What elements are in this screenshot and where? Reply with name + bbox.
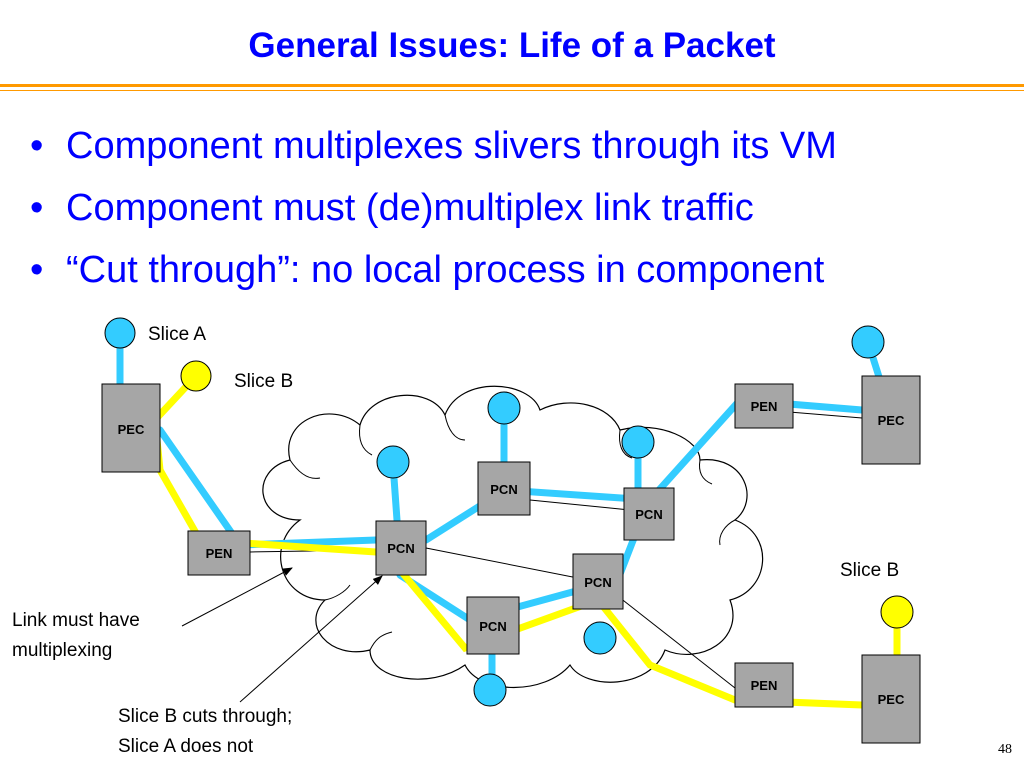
pec-top-box <box>861 375 921 465</box>
bullet-dot-icon: • <box>30 187 44 229</box>
title-rule-thin <box>0 90 1024 91</box>
bullet-item: • Component must (de)multiplex link traff… <box>30 182 837 244</box>
pcn-5-box <box>466 596 520 655</box>
slice-a-label: Slice A <box>148 324 206 345</box>
cloud-lobes <box>289 414 736 651</box>
link-note-line2: multiplexing <box>12 640 112 661</box>
pec-bottom-box <box>861 654 921 744</box>
pen-left-box <box>187 530 251 576</box>
pcn-4-label: PCN <box>584 575 611 590</box>
pec-top-label: PEC <box>878 413 905 428</box>
pcn-4-box <box>572 553 624 610</box>
pec-left-label: PEC <box>118 422 145 437</box>
pcn-5-label: PCN <box>479 619 506 634</box>
slice-a-endpoint-icon <box>473 673 507 707</box>
slice-b-top-label: Slice B <box>234 371 293 392</box>
pcn-3-box <box>623 487 675 541</box>
pen-bottom-box <box>734 662 794 708</box>
pec-left-box <box>101 383 161 473</box>
slice-a-endpoint-icon <box>621 425 655 459</box>
slice-a-endpoint-icon <box>104 317 136 349</box>
bullet-text: “Cut through”: no local process in compo… <box>66 249 825 291</box>
pen-top-label: PEN <box>751 399 778 414</box>
slice-b-endpoint-icon <box>180 360 212 392</box>
bullet-text: Component must (de)multiplex link traffi… <box>66 187 754 229</box>
bullet-text: Component multiplexes slivers through it… <box>66 125 837 167</box>
bullet-dot-icon: • <box>30 125 44 167</box>
cut-note-line1: Slice B cuts through; <box>118 706 292 727</box>
slice-b-endpoint-icon <box>880 595 914 629</box>
pcn-2-label: PCN <box>490 482 517 497</box>
title-rule <box>0 84 1024 87</box>
pcn-1-label: PCN <box>387 541 414 556</box>
cut-note-line2: Slice A does not <box>118 736 254 757</box>
slice-a-endpoint-icon <box>487 391 521 425</box>
slice-b-right-label: Slice B <box>840 560 899 581</box>
link-note-arrow <box>181 567 293 627</box>
pen-top-box <box>734 383 794 429</box>
link-note-line1: Link must have <box>12 610 140 631</box>
slice-a-endpoint-icon <box>583 621 617 655</box>
slice-a-endpoint-icon <box>851 325 885 359</box>
pcn-3-label: PCN <box>635 507 662 522</box>
bullet-dot-icon: • <box>30 249 44 291</box>
pen-bottom-label: PEN <box>751 678 778 693</box>
slide-title: General Issues: Life of a Packet <box>248 26 776 65</box>
pec-bottom-label: PEC <box>878 692 905 707</box>
slice-a-endpoint-icon <box>376 445 410 479</box>
pen-left-label: PEN <box>206 546 233 561</box>
endpoints <box>104 317 914 707</box>
node-boxes <box>101 375 921 744</box>
pcn-1-box <box>375 520 427 576</box>
bullet-item: • “Cut through”: no local process in comp… <box>30 244 837 306</box>
bullet-list: • Component multiplexes slivers through i… <box>30 120 837 306</box>
cut-note-arrow <box>239 575 383 703</box>
page-number: 48 <box>998 742 1012 757</box>
bullet-item: • Component multiplexes slivers through i… <box>30 120 837 182</box>
pcn-2-box <box>477 461 531 516</box>
